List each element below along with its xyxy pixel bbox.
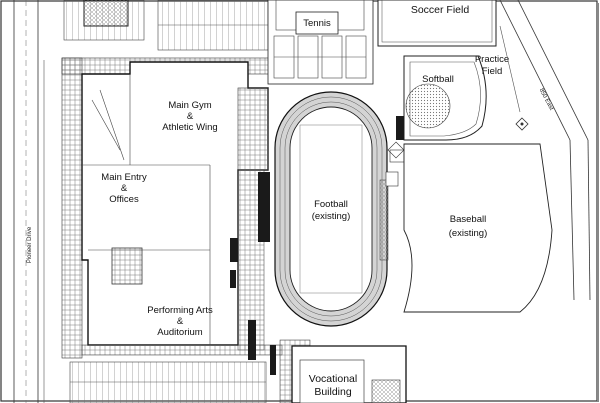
tennis-courts xyxy=(267,0,374,85)
football-existing-label: (existing) xyxy=(312,211,351,222)
building-label: Building xyxy=(314,386,352,398)
building-top-left xyxy=(83,0,129,27)
football-label: Football xyxy=(314,199,348,210)
baseball-field xyxy=(387,141,553,313)
parking-lot-south xyxy=(69,361,267,403)
main-gym-ampersand: & xyxy=(187,111,194,122)
softball-label: Softball xyxy=(422,74,454,85)
baseball-label: Baseball xyxy=(450,214,486,225)
pioneer-drive-road xyxy=(13,0,45,403)
soccer-field xyxy=(377,0,497,47)
dark-block-south-1 xyxy=(248,320,256,360)
bleacher-block-2 xyxy=(230,270,236,288)
vocational-annex xyxy=(371,379,401,403)
pioneer-drive-label: Pioneer Drive xyxy=(27,226,33,263)
tennis-label: Tennis xyxy=(303,18,331,29)
soccer-field-inner xyxy=(381,0,493,43)
football-field xyxy=(299,124,363,294)
practice-field-edge xyxy=(499,25,521,113)
bleacher-block-1 xyxy=(230,238,238,262)
west-walkway xyxy=(61,57,83,359)
vocational-label: Vocational xyxy=(309,373,357,385)
running-track xyxy=(274,91,388,327)
athletic-wing-label: Athletic Wing xyxy=(162,122,217,133)
softball-field xyxy=(396,55,487,141)
main-entry-ampersand: & xyxy=(121,183,128,194)
practice-field-label-2: Field xyxy=(482,66,503,77)
main-gym-label: Main Gym xyxy=(168,100,211,111)
building-courtyard-grid xyxy=(111,247,143,285)
vocational-wing xyxy=(299,359,365,403)
utility-marker xyxy=(515,117,529,131)
baseball-existing-label: (existing) xyxy=(449,228,488,239)
soccer-field-label: Soccer Field xyxy=(411,4,470,16)
building-corridor-grid xyxy=(237,87,269,171)
performing-arts-ampersand: & xyxy=(177,316,184,327)
bleachers-east xyxy=(379,179,389,261)
track-building-2 xyxy=(385,171,399,187)
utility-marker-center xyxy=(520,122,524,126)
building-interior-walls xyxy=(82,74,211,345)
offices-label: Offices xyxy=(109,194,139,205)
main-entry-label: Main Entry xyxy=(101,172,147,183)
east-road xyxy=(499,0,591,301)
tennis-label-box xyxy=(295,11,339,35)
auditorium-label: Auditorium xyxy=(157,327,202,338)
bleachers-west xyxy=(258,172,270,242)
practice-field-label-1: Practice xyxy=(475,54,509,65)
dark-block-south-2 xyxy=(270,345,276,375)
performing-arts-label: Performing Arts xyxy=(147,305,213,316)
